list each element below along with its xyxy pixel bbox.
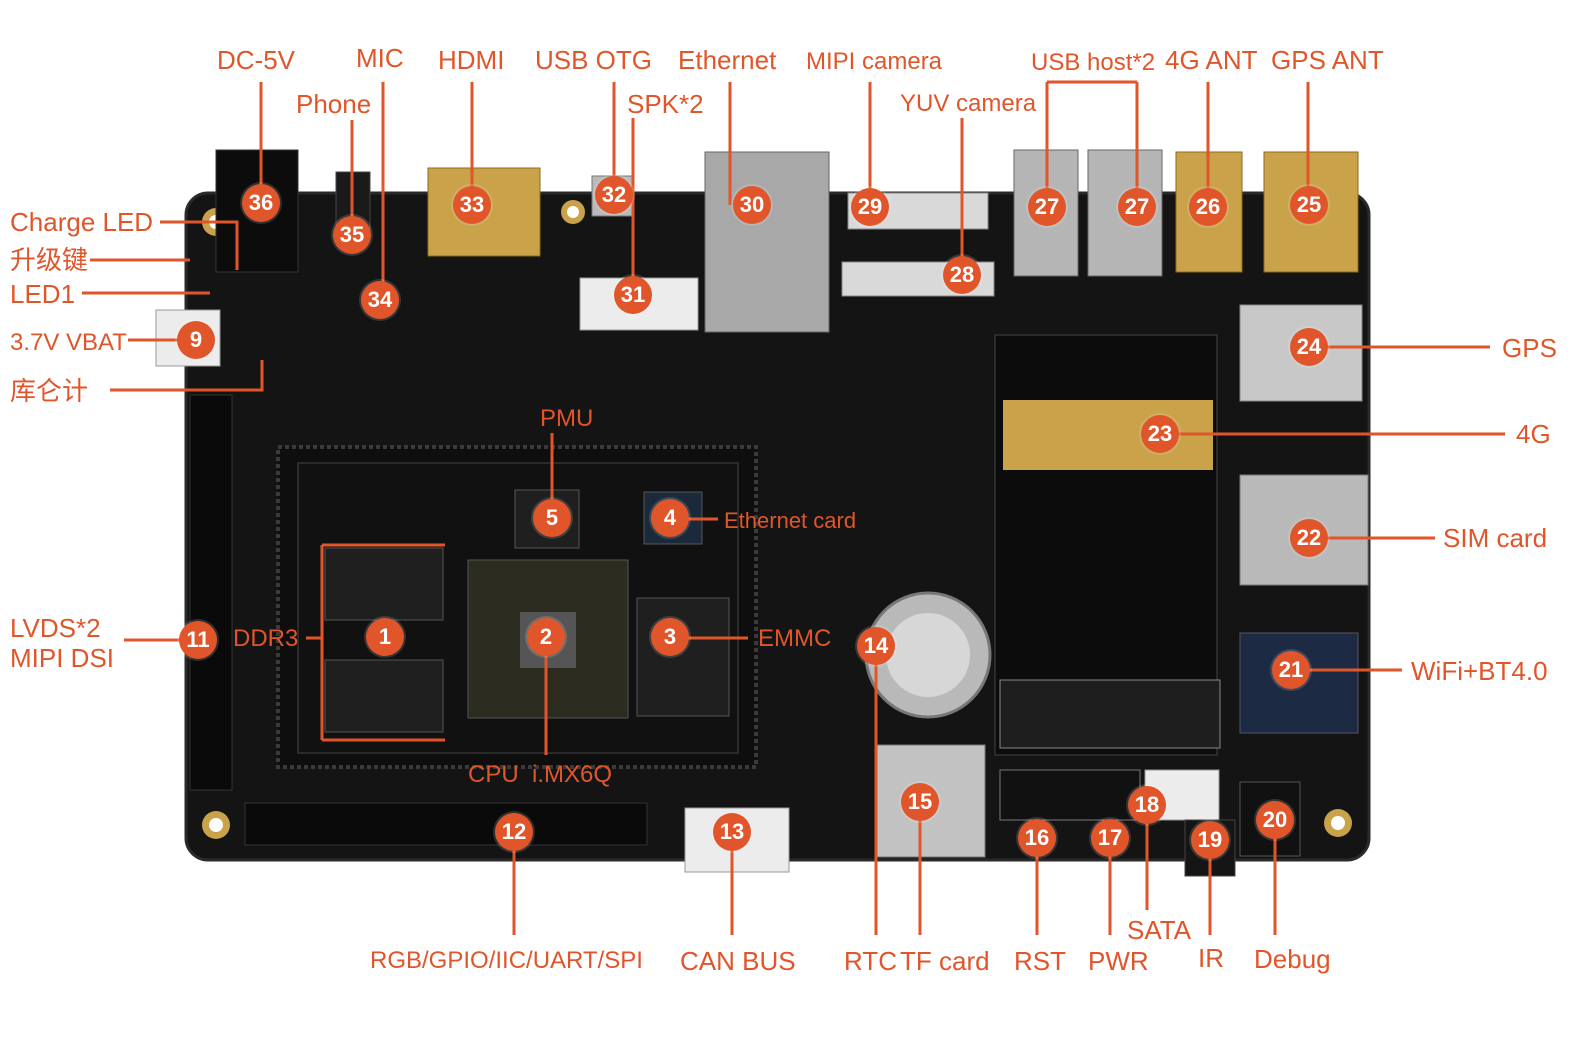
callout-badge-9: 9 bbox=[177, 321, 215, 359]
minipcie-slot bbox=[999, 679, 1221, 749]
callout-badge-27: 27 bbox=[1118, 188, 1156, 226]
callout-badge-11: 11 bbox=[179, 621, 217, 659]
callout-badge-1: 1 bbox=[366, 618, 404, 656]
callout-badge-30: 30 bbox=[733, 186, 771, 224]
callout-badge-19: 19 bbox=[1191, 821, 1229, 859]
callout-badge-36: 36 bbox=[242, 184, 280, 222]
label-can-bus: CAN BUS bbox=[680, 946, 796, 976]
label-mipi-camera: MIPI camera bbox=[806, 48, 943, 75]
callout-badge-4: 4 bbox=[651, 499, 689, 537]
rtc-battery-inner bbox=[886, 613, 970, 697]
label-usb-host: USB host*2 bbox=[1031, 49, 1156, 76]
callout-badge-35: 35 bbox=[333, 216, 371, 254]
label-4g: 4G bbox=[1516, 419, 1551, 449]
label-tf-card: TF card bbox=[900, 946, 990, 976]
emmc-chip bbox=[636, 597, 730, 717]
label-led1: LED1 bbox=[10, 279, 76, 309]
callout-badge-5: 5 bbox=[533, 499, 571, 537]
label-gps-ant: GPS ANT bbox=[1271, 45, 1384, 75]
label-rgb-gpio: RGB/GPIO/IIC/UART/SPI bbox=[370, 947, 643, 974]
label-usb-otg: USB OTG bbox=[535, 45, 653, 75]
callout-badge-21: 21 bbox=[1272, 651, 1310, 689]
label-debug: Debug bbox=[1254, 944, 1331, 974]
label-cpu: CPU i.MX6Q bbox=[468, 761, 613, 788]
callout-badge-33: 33 bbox=[453, 186, 491, 224]
callout-badge-31: 31 bbox=[614, 276, 652, 314]
label-phone: Phone bbox=[296, 89, 372, 119]
callout-badge-27: 27 bbox=[1028, 188, 1066, 226]
label-pmu: PMU bbox=[540, 405, 594, 432]
rgb-gpio-header bbox=[244, 802, 648, 846]
callout-badge-34: 34 bbox=[361, 281, 399, 319]
callout-badge-17: 17 bbox=[1091, 819, 1129, 857]
label-emmc: EMMC bbox=[758, 625, 832, 652]
leader-lines bbox=[82, 80, 1505, 935]
label-vbat: 3.7V VBAT bbox=[10, 329, 127, 356]
callout-badge-15: 15 bbox=[901, 783, 939, 821]
callout-badge-32: 32 bbox=[595, 176, 633, 214]
label-ethernet: Ethernet bbox=[678, 45, 777, 75]
label-yuv-camera: YUV camera bbox=[900, 90, 1037, 117]
callout-badge-16: 16 bbox=[1018, 819, 1056, 857]
label-ir: IR bbox=[1198, 943, 1224, 973]
callout-badge-2: 2 bbox=[527, 618, 565, 656]
ethernet-port bbox=[704, 151, 830, 333]
label-fuel-gauge: 库仑计 bbox=[10, 376, 89, 406]
callout-badge-18: 18 bbox=[1128, 786, 1166, 824]
callout-badge-22: 22 bbox=[1290, 519, 1328, 557]
label-ethernet-card: Ethernet card bbox=[724, 508, 857, 533]
callout-badge-25: 25 bbox=[1290, 186, 1328, 224]
label-rst: RST bbox=[1014, 946, 1066, 976]
label-sim-card: SIM card bbox=[1443, 523, 1548, 553]
callout-badge-29: 29 bbox=[851, 188, 889, 226]
label-rtc: RTC bbox=[844, 946, 897, 976]
callout-badge-14: 14 bbox=[857, 627, 895, 665]
label-4g-ant: 4G ANT bbox=[1165, 45, 1258, 75]
label-upgrade-key: 升级键 bbox=[10, 245, 89, 275]
label-spk: SPK*2 bbox=[627, 89, 704, 119]
label-hdmi: HDMI bbox=[438, 45, 505, 75]
ddr3-chips bbox=[324, 547, 444, 733]
callout-badge-28: 28 bbox=[943, 256, 981, 294]
label-sata: SATA bbox=[1127, 915, 1192, 945]
label-lvds-line1: LVDS*2 bbox=[10, 613, 101, 643]
callout-badge-24: 24 bbox=[1290, 328, 1328, 366]
callout-badge-3: 3 bbox=[651, 618, 689, 656]
callout-badge-13: 13 bbox=[713, 813, 751, 851]
label-charge-led: Charge LED bbox=[10, 207, 154, 237]
callout-badge-12: 12 bbox=[495, 813, 533, 851]
label-mic: MIC bbox=[356, 43, 404, 73]
label-lvds-line2: MIPI DSI bbox=[10, 643, 115, 673]
callout-badge-20: 20 bbox=[1256, 801, 1294, 839]
callout-badge-23: 23 bbox=[1141, 415, 1179, 453]
label-gps: GPS bbox=[1502, 333, 1557, 363]
sata-connector bbox=[999, 769, 1141, 821]
callout-badge-26: 26 bbox=[1189, 188, 1227, 226]
lvds-header bbox=[189, 394, 233, 791]
label-wifi-bt: WiFi+BT4.0 bbox=[1411, 656, 1548, 686]
label-dc5v: DC-5V bbox=[217, 45, 296, 75]
label-pwr: PWR bbox=[1088, 946, 1149, 976]
label-ddr3: DDR3 bbox=[233, 625, 299, 652]
